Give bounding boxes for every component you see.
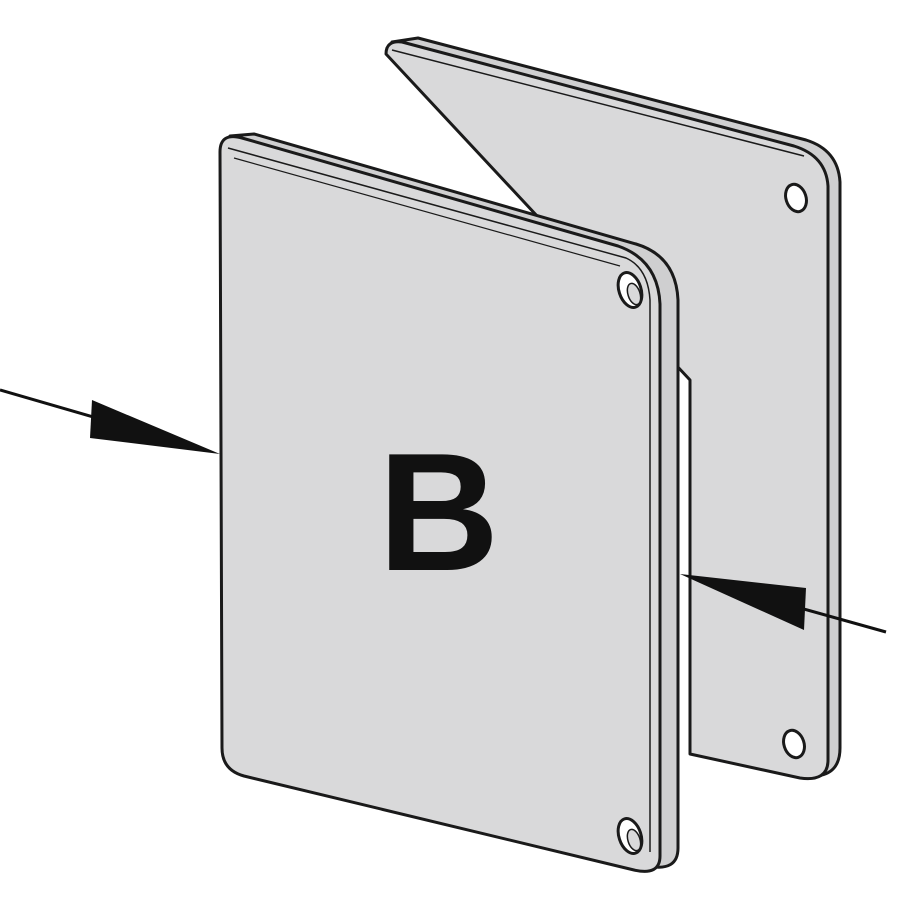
left-arrow-head (90, 400, 220, 454)
back-plate-face (384, 40, 830, 781)
front-plate-hole-top-inner (626, 282, 642, 306)
front-plate-top-bevel-2 (233, 157, 621, 267)
right-arrow (680, 574, 887, 634)
back-plate-top-bevel (391, 49, 805, 157)
front-plate-face (218, 135, 662, 873)
back-plate-hole-bottom (782, 728, 806, 760)
plate-label-b: B (378, 418, 499, 606)
front-plate-top-bevel (227, 147, 651, 852)
front-plate: B (218, 132, 680, 873)
back-plate-hole-top (784, 182, 808, 214)
right-arrow-head (680, 574, 806, 630)
left-arrow (0, 388, 220, 454)
front-plate-hole-bottom-inner (626, 828, 642, 852)
